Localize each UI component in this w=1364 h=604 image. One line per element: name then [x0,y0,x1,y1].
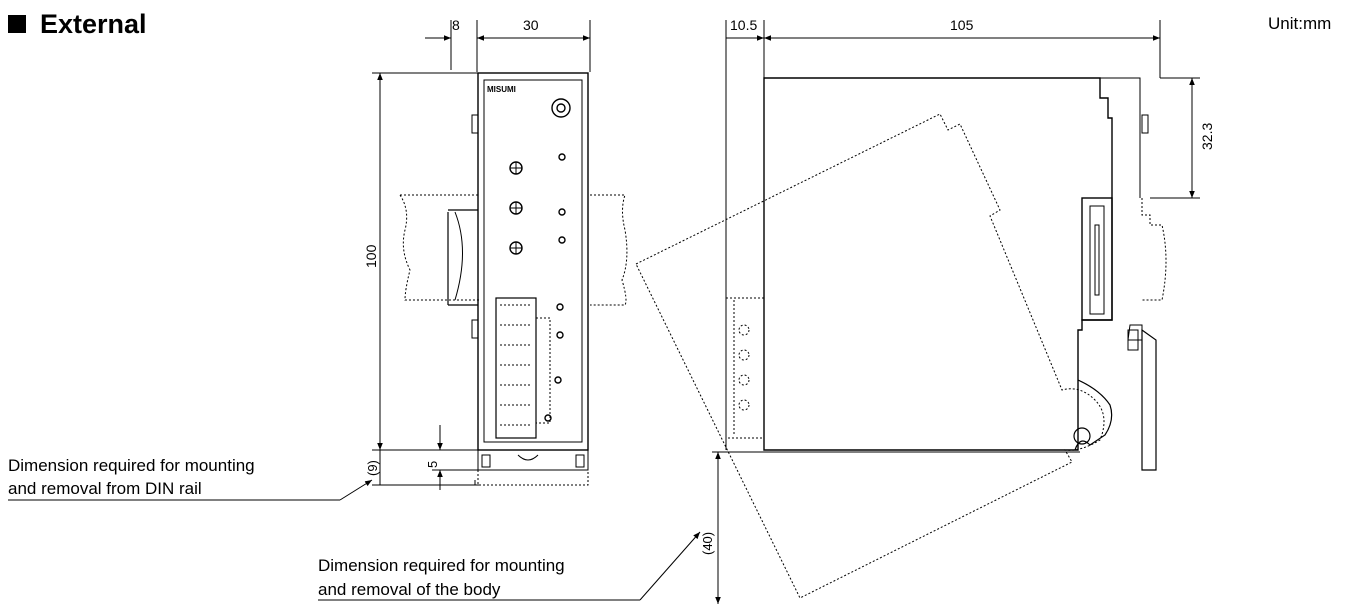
body-note-line1: Dimension required for mounting [318,556,565,575]
unit-label: Unit:mm [1268,14,1332,33]
dim-side-40: (40) [700,532,715,555]
din-rail-note-line2: and removal from DIN rail [8,479,202,498]
side-view [635,20,1200,604]
dim-front-5: 5 [425,461,440,468]
leader-lines [8,479,701,601]
front-view [372,20,628,490]
din-rail-note-line1: Dimension required for mounting [8,456,255,475]
dim-front-100: 100 [363,244,379,268]
dim-side-10-5: 10.5 [730,17,757,33]
dim-side-105: 105 [950,17,974,33]
section-title: External [8,8,147,40]
body-note-line2: and removal of the body [318,580,501,599]
front-brand-label: MISUMI [487,85,516,94]
dim-front-8: 8 [452,17,460,33]
dim-side-32-3: 32.3 [1199,123,1215,150]
bullet-square-icon [8,15,26,33]
section-title-text: External [40,9,147,39]
dim-front-9: (9) [365,460,380,476]
dim-front-30: 30 [523,17,539,33]
